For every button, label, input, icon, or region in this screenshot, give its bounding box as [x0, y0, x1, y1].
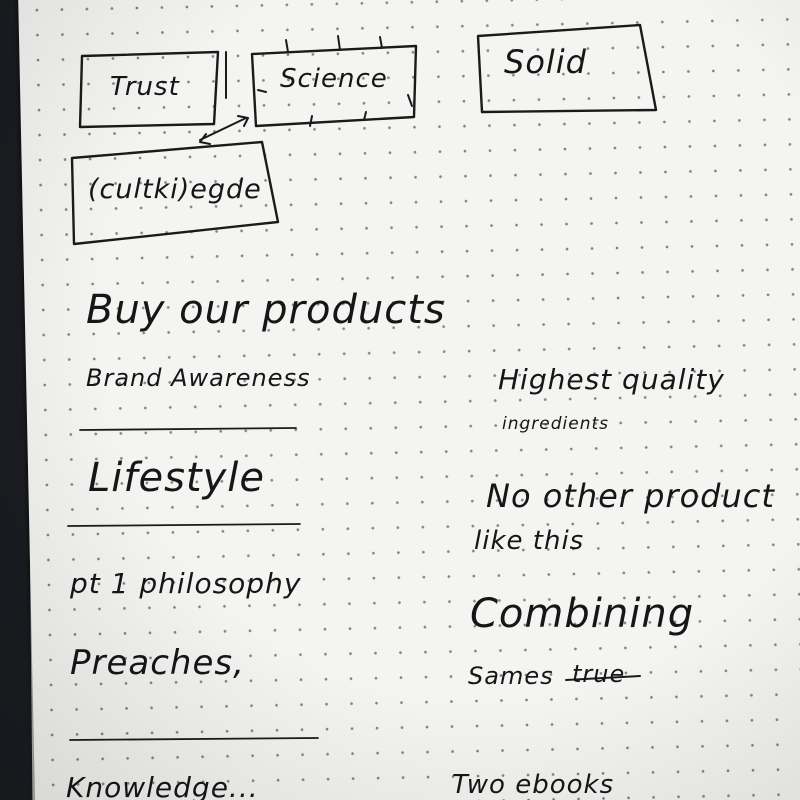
bottom-right-note: Two ebooks — [452, 770, 615, 800]
highest-quality-note: Highest quality — [498, 363, 725, 396]
strike-through — [565, 675, 641, 681]
combining-note: Combining — [470, 591, 695, 637]
no-other-product-note: No other product — [486, 477, 775, 515]
ingredients-note: ingredients — [502, 414, 610, 434]
trust-label: Trust — [110, 72, 180, 102]
science-label: Science — [280, 64, 388, 94]
solid-box — [476, 23, 658, 114]
like-this-note: like this — [474, 526, 585, 556]
knowledge-label: (cultki)egde — [88, 174, 262, 205]
knowledge-box — [70, 140, 280, 246]
connector-arrow — [199, 115, 249, 145]
sames-note: Sames — [468, 662, 554, 690]
products-heading: Buy our products — [86, 287, 446, 333]
bottom-left-note: Knowledge... — [66, 771, 259, 800]
science-box — [250, 44, 418, 128]
divider-line-3 — [69, 737, 319, 741]
brand-awareness-note: Brand Awareness — [86, 364, 311, 392]
philosophy-note: pt 1 philosophy — [70, 567, 302, 600]
trust-box — [78, 50, 220, 129]
preaches-note: Preaches, — [70, 643, 245, 683]
struck-word: true — [572, 660, 626, 688]
divider-line-1 — [79, 427, 297, 431]
solid-label: Solid — [504, 43, 587, 81]
lifestyle-note: Lifestyle — [88, 455, 266, 501]
divider-line-2 — [67, 523, 301, 527]
